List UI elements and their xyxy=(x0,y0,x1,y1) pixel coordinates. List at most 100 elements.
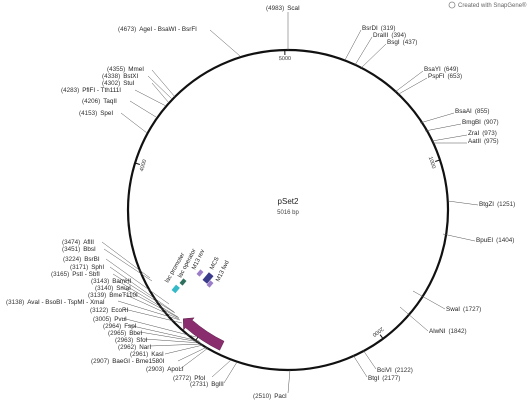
site-paci[interactable]: (2510)PacI xyxy=(253,393,287,400)
site-psti-name: PstI - SbfI xyxy=(72,271,100,278)
m13-rev-box[interactable] xyxy=(196,269,204,277)
site-ecori-name: EcoRI xyxy=(111,307,128,314)
site-scai[interactable]: (4983)ScaI xyxy=(266,5,300,12)
feature-mcs[interactable]: MCS xyxy=(202,256,221,284)
plasmid-name: pSet2 xyxy=(278,197,299,206)
site-fspi[interactable]: (2964)FspI xyxy=(103,323,137,330)
site-pfoi[interactable]: (2772)PfoI xyxy=(173,375,206,382)
site-nari[interactable]: (2962)NarI xyxy=(118,344,151,351)
site-sphi-name: SphI xyxy=(91,264,104,271)
site-pflfi[interactable]: (4283)PflFI - Tth111I xyxy=(61,87,121,94)
site-stui-name: StuI xyxy=(123,80,134,87)
site-bsayi[interactable]: BsaYI(649) xyxy=(424,66,459,73)
site-sfoi[interactable]: (2963)SfoI xyxy=(115,337,148,344)
site-alwni[interactable]: AlwNI(1842) xyxy=(429,328,467,335)
line-btgi xyxy=(352,354,368,378)
site-bbsi-name: BbsI xyxy=(83,246,96,253)
site-bsrdi[interactable]: BsrDI(319) xyxy=(362,25,395,32)
line-bsaai xyxy=(419,112,455,124)
site-mmei[interactable]: (4355)MmeI xyxy=(107,66,144,73)
site-bsgi-pos: (437) xyxy=(403,39,418,46)
site-alwni-name: AlwNI xyxy=(429,328,446,335)
site-swai[interactable]: SwaI(1727) xyxy=(446,306,481,313)
site-btgzi[interactable]: BtgZI(1251) xyxy=(479,201,515,208)
site-swai-pos: (1727) xyxy=(463,306,481,313)
site-bsaai[interactable]: BsaAI(855) xyxy=(455,108,490,115)
site-draiii[interactable]: DraIII(394) xyxy=(373,32,406,39)
site-agei-name: AgeI - BsaWI - BsrFI xyxy=(139,26,197,33)
line-bcivi xyxy=(362,349,377,370)
line-bpuei xyxy=(442,233,476,242)
site-bcivi[interactable]: BciVI(2122) xyxy=(377,367,413,374)
site-aflii[interactable]: (3474)AflII xyxy=(62,239,94,246)
site-bglii-pos: (2731) xyxy=(190,381,208,388)
site-bbei[interactable]: (2965)BbeI xyxy=(108,330,142,337)
site-agei[interactable]: (4673)AgeI - BsaWI - BsrFI xyxy=(118,26,197,33)
tick-4000: 4000 xyxy=(134,159,148,172)
site-avai[interactable]: (3138)AvaI - BsoBI - TspMI - XmaI xyxy=(6,299,105,306)
lac-promoter-box[interactable] xyxy=(171,284,180,294)
site-pvui[interactable]: (3005)PvuI xyxy=(93,316,127,323)
site-kasi[interactable]: (2961)KasI xyxy=(130,351,164,358)
site-bamhi[interactable]: (3143)BamHI xyxy=(91,278,132,285)
site-taqii-pos: (4206) xyxy=(82,98,100,105)
site-bbsi-pos: (3451) xyxy=(62,246,80,253)
site-aflii-name: AflII xyxy=(83,239,94,246)
site-psti[interactable]: (3165)PstI - SbfI xyxy=(51,271,100,278)
mcs-box[interactable] xyxy=(202,272,214,284)
line-pfoi xyxy=(211,359,232,378)
site-spei[interactable]: (4153)SpeI xyxy=(79,110,113,117)
site-bbsi[interactable]: (3451)BbsI xyxy=(62,246,96,253)
site-bmet110i-name: BmeT110I xyxy=(109,292,138,299)
site-bstxi[interactable]: (4338)BstXI xyxy=(102,73,139,80)
site-smai-pos: (3140) xyxy=(95,285,113,292)
site-smai[interactable]: (3140)SmaI xyxy=(95,285,131,292)
lacz-alpha-label: lacZα xyxy=(197,301,213,313)
line-bmet110i xyxy=(123,293,180,320)
site-bmgbi[interactable]: BmgBI(907) xyxy=(462,119,499,126)
site-nari-name: NarI xyxy=(139,344,151,351)
site-btgi[interactable]: BtgI(2177) xyxy=(368,375,400,382)
lac-operator-box[interactable] xyxy=(179,278,187,286)
site-bsrbi-name: BsrBI xyxy=(84,256,100,263)
site-apoli-pos: (2903) xyxy=(146,366,164,373)
site-baegi[interactable]: (2907)BaeGI - Bme1580I xyxy=(91,358,165,365)
site-aatii[interactable]: AatII(975) xyxy=(468,138,499,145)
site-nari-pos: (2962) xyxy=(118,344,136,351)
site-ecori-pos: (3122) xyxy=(90,307,108,314)
line-alwni xyxy=(399,306,429,332)
site-bpuei-name: BpuEI xyxy=(476,237,493,244)
line-bbsi xyxy=(103,248,153,282)
lacz-alpha-arrow[interactable] xyxy=(182,317,225,351)
feature-lacz-alpha[interactable]: lacZα xyxy=(182,301,225,351)
site-mmei-name: MmeI xyxy=(128,66,144,73)
site-sphi[interactable]: (3171)SphI xyxy=(70,264,104,271)
tick-label-1000: 1000 xyxy=(427,156,437,170)
site-apoli[interactable]: (2903)ApoLI xyxy=(146,366,184,373)
site-ecori[interactable]: (3122)EcoRI xyxy=(90,307,129,314)
line-agei xyxy=(209,29,241,57)
site-zrai[interactable]: ZraI(973) xyxy=(468,130,497,137)
line-mmei xyxy=(151,69,176,98)
site-bsgi-name: BsgI xyxy=(387,39,400,46)
site-bsgi[interactable]: BsgI(437) xyxy=(387,39,417,46)
line-pflfi xyxy=(134,89,167,107)
m13-fwd-box[interactable] xyxy=(206,280,214,288)
site-bmet110i[interactable]: (3139)BmeT110I xyxy=(88,292,138,299)
line-zrai xyxy=(431,134,468,142)
site-bpuei[interactable]: BpuEI(1404) xyxy=(476,237,514,244)
line-avai xyxy=(117,300,181,321)
line-nari xyxy=(149,343,203,347)
site-bglii[interactable]: (2731)BglII xyxy=(190,381,224,388)
site-bsrbi[interactable]: (3224)BsrBI xyxy=(63,256,100,263)
line-bsrdi xyxy=(344,29,362,61)
line-bsrbi xyxy=(105,258,170,305)
site-smai-name: SmaI xyxy=(116,285,131,292)
site-taqii[interactable]: (4206)TaqII xyxy=(82,98,117,105)
tick-label-4000: 4000 xyxy=(139,159,148,172)
site-pspfi[interactable]: PspFI(653) xyxy=(428,73,462,80)
line-fspi xyxy=(127,324,200,342)
site-stui[interactable]: (4302)StuI xyxy=(102,80,135,87)
tick-marks: 1000 2000 3000 4000 5000 xyxy=(134,50,441,341)
